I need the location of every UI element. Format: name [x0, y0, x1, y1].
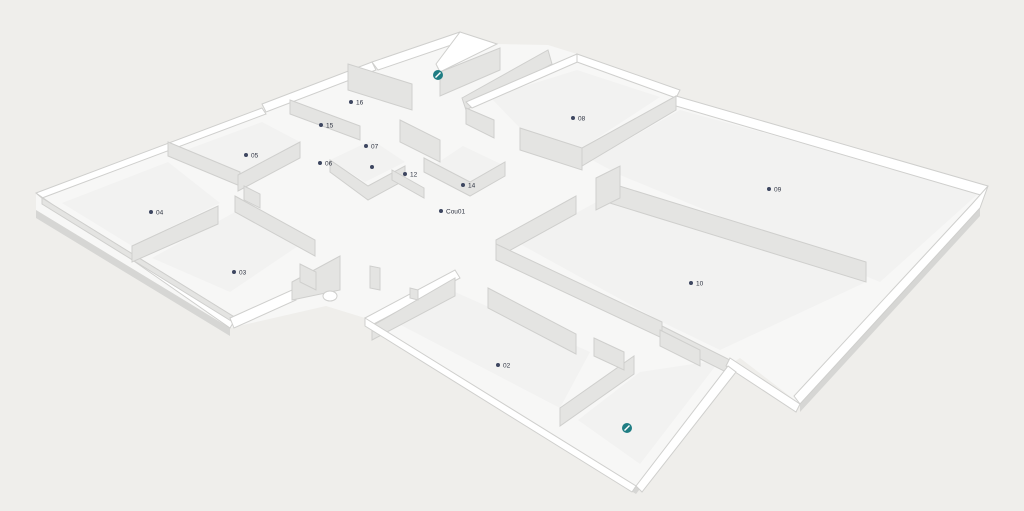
room-label-05[interactable]: 05 — [244, 153, 259, 160]
wall-08-09 — [581, 95, 677, 167]
room-pin — [403, 172, 407, 176]
room-label-text: 06 — [325, 161, 333, 168]
wall-05-pillar — [243, 185, 261, 209]
wall-room02-pillar — [593, 337, 625, 371]
wall-05-east — [237, 141, 301, 192]
room-label-text: Cou01 — [446, 209, 466, 216]
room-label-text: 07 — [371, 144, 379, 151]
room-label-03[interactable]: 03 — [232, 270, 247, 277]
room-label-cou01[interactable]: Cou01 — [439, 209, 466, 216]
room-label-text: 08 — [578, 116, 586, 123]
room-label-07[interactable]: 07 — [364, 144, 379, 151]
room-label-15[interactable]: 15 — [319, 123, 334, 130]
room-label-08[interactable]: 08 — [571, 116, 586, 123]
wall-09-west — [595, 165, 621, 211]
entrance-marker-bottom[interactable] — [622, 423, 632, 433]
room-pin — [496, 363, 500, 367]
outer-wall-face-sw — [36, 210, 230, 336]
room-label-14[interactable]: 14 — [461, 183, 476, 190]
room-08-floor[interactable] — [490, 70, 660, 148]
column-round — [322, 290, 338, 302]
wall-room14 — [423, 157, 506, 197]
room-label-10[interactable]: 10 — [689, 281, 704, 288]
wall-room08-west — [465, 107, 495, 139]
room-pin — [364, 144, 368, 148]
wall-corridor-se — [659, 329, 701, 367]
room-label-text: 16 — [356, 100, 364, 107]
wall-03-north — [234, 195, 316, 257]
wall-room08-south — [519, 127, 583, 171]
room-pin — [318, 161, 322, 165]
wall-room02-north-face — [371, 277, 456, 341]
room-pin — [149, 210, 153, 214]
wall-room12-south — [391, 169, 425, 199]
room-pin — [767, 187, 771, 191]
room-label-16[interactable]: 16 — [349, 100, 364, 107]
room-label-text: 05 — [251, 153, 259, 160]
room-pin — [244, 153, 248, 157]
room-label-text: 02 — [503, 363, 511, 370]
room-label-text: 14 — [468, 183, 476, 190]
room-09-floor[interactable] — [592, 110, 980, 282]
wall-entrance-face — [439, 47, 501, 97]
wall-room16 — [347, 63, 413, 111]
wall-room10-se — [725, 357, 801, 413]
walls — [35, 31, 989, 493]
wall-south-outer — [364, 317, 637, 493]
room-02-floor[interactable] — [395, 292, 590, 408]
wall-cou-west — [299, 263, 317, 291]
room-pin — [349, 100, 353, 104]
pencil-glyph — [435, 72, 441, 78]
room-07-floor[interactable] — [330, 140, 405, 182]
room-pin — [461, 183, 465, 187]
room-label-04[interactable]: 04 — [149, 210, 164, 217]
column-1 — [369, 265, 381, 291]
room-corridor-se-floor[interactable] — [578, 360, 720, 464]
room-label-text: 04 — [156, 210, 164, 217]
wall-se-outer — [635, 365, 737, 493]
pencil-glyph — [624, 425, 630, 431]
room-pin-unlabeled[interactable] — [370, 165, 374, 169]
rooms — [62, 70, 980, 464]
room-03-floor[interactable] — [152, 212, 298, 292]
room-label-09[interactable]: 09 — [767, 187, 782, 194]
room-pin — [571, 116, 575, 120]
wall-room12 — [399, 119, 441, 163]
room-label-text: 09 — [774, 187, 782, 194]
room-label-text: 10 — [696, 281, 704, 288]
room-label-text: 12 — [410, 172, 418, 179]
room-10-floor[interactable] — [520, 200, 866, 350]
room-pin — [689, 281, 693, 285]
wall-east-outer — [793, 185, 989, 405]
room-pin — [439, 209, 443, 213]
room-pin — [232, 270, 236, 274]
wall-room03-south — [229, 289, 297, 329]
room-pin — [319, 123, 323, 127]
wall-04-03 — [131, 205, 219, 263]
room-label-12[interactable]: 12 — [403, 172, 418, 179]
column-2 — [409, 287, 419, 301]
outer-wall-face-e — [800, 208, 980, 412]
wall-room15 — [289, 99, 361, 141]
room-04-floor[interactable] — [62, 162, 220, 246]
room-label-06[interactable]: 06 — [318, 161, 333, 168]
room-label-text: 03 — [239, 270, 247, 277]
entrance-marker-top[interactable] — [433, 70, 443, 80]
wall-room02-south — [559, 355, 635, 427]
room-label-text: 15 — [326, 123, 334, 130]
wall-room02-east — [487, 287, 577, 355]
room-label-02[interactable]: 02 — [496, 363, 511, 370]
